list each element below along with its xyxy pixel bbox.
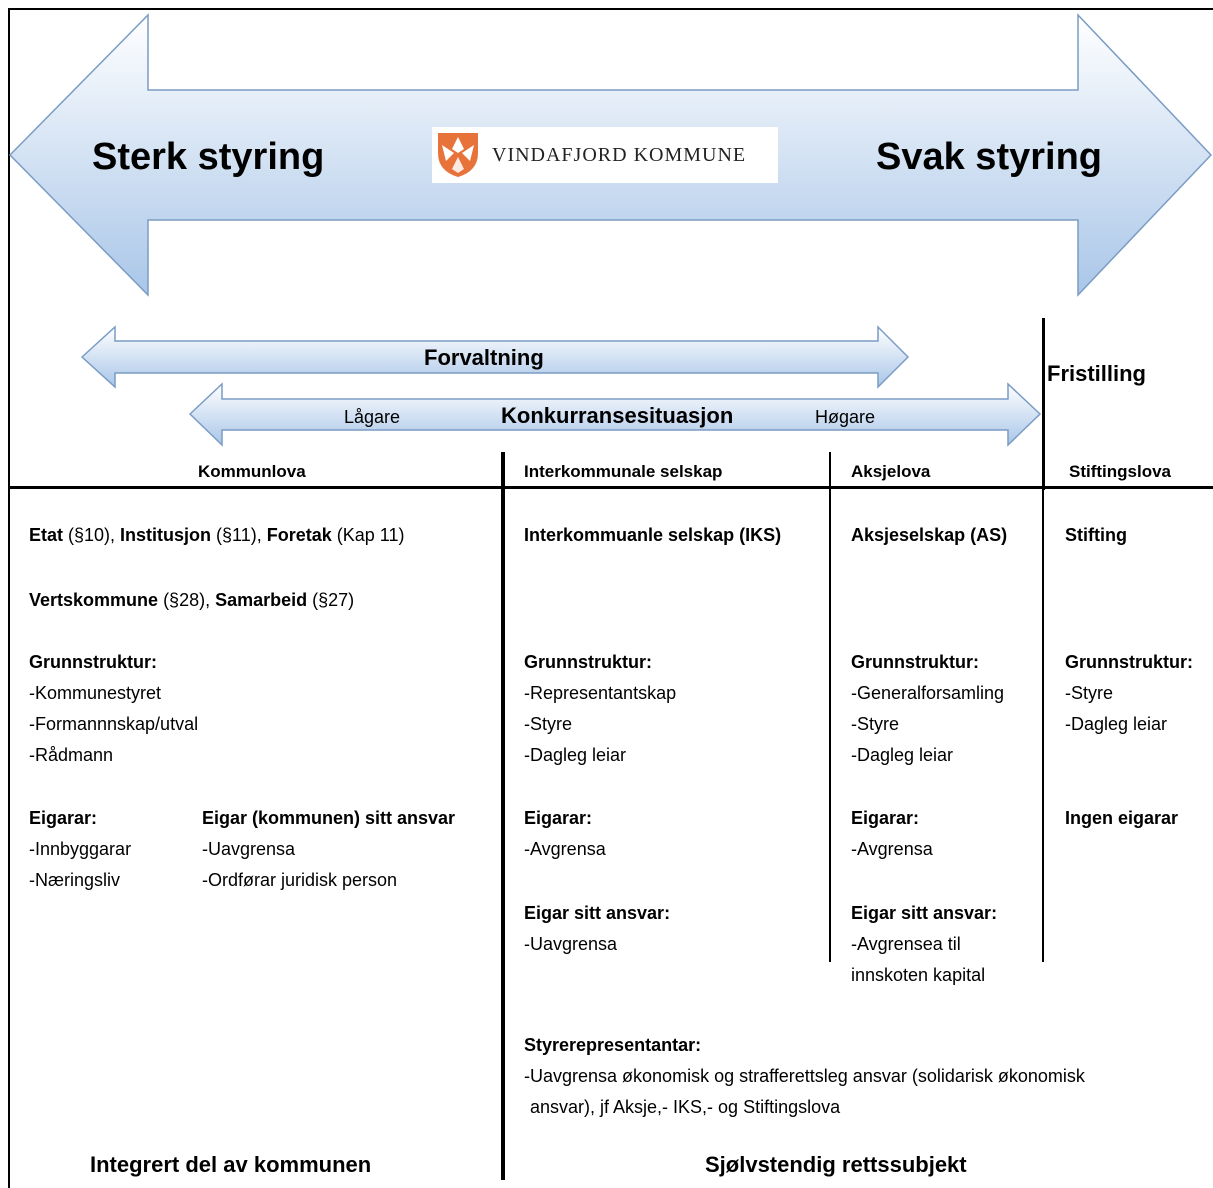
col1-eigarar-title: Eigarar: [29, 808, 98, 828]
col1-grunn-item: -Rådmann [29, 745, 114, 765]
styrerepresentantar: Styrerepresentantar: -Uavgrensa økonomis… [524, 1030, 1085, 1123]
col3-grunn-item: -Generalforsamling [851, 683, 1005, 703]
etat-text: Etat [29, 525, 64, 545]
integrert-label: Integrert del av kommunen [90, 1152, 372, 1177]
col2-eigarar-item: -Avgrensa [524, 839, 606, 859]
col3-grunnstruktur: Grunnstruktur: -Generalforsamling -Styre… [851, 647, 1004, 771]
hogare-label: Høgare [815, 407, 876, 427]
header-stiftingslova: Stiftingslova [1069, 462, 1172, 481]
institusjon-text: Institusjon [120, 525, 212, 545]
lagare-label: Lågare [344, 407, 401, 427]
as-title: Aksjeselskap (AS) [851, 525, 1008, 545]
col1-grunn-item: -Formannnskap/utval [29, 714, 199, 734]
col3-ansvar-title: Eigar sitt ansvar: [851, 903, 998, 923]
col1-row1: Etat (§10), Institusjon (§11), Foretak (… [29, 520, 404, 551]
col2-grunnstruktur: Grunnstruktur: -Representantskap -Styre … [524, 647, 676, 771]
header-aksjelova: Aksjelova [851, 462, 931, 481]
styre-line2: ansvar), jf Aksje,- IKS,- og Stiftingslo… [530, 1097, 841, 1117]
col1-ansvar-title: Eigar (kommunen) sitt ansvar [202, 808, 456, 828]
col1-grunn-title: Grunnstruktur: [29, 652, 157, 672]
col3-grunn-item: -Styre [851, 714, 900, 734]
etat-ref: (§10), [63, 525, 121, 545]
konkurranse-arrow [188, 382, 1042, 447]
col2-grunn-item: -Styre [524, 714, 573, 734]
col2-eigarar-title: Eigarar: [524, 808, 593, 828]
vertskommune-ref: (§28), [158, 590, 216, 610]
col2-grunn-title: Grunnstruktur: [524, 652, 652, 672]
col2-ansvar-title: Eigar sitt ansvar: [524, 903, 671, 923]
header-kommunlova: Kommunlova [198, 462, 306, 481]
col1-ansvar-item: -Ordførar juridisk person [202, 870, 398, 890]
konkurranse-label: Konkurransesituasjon [501, 403, 734, 428]
svak-styring-label: Svak styring [876, 136, 1102, 178]
institusjon-ref: (§11), [211, 525, 267, 545]
header-rule [8, 486, 1213, 489]
fristilling-label: Fristilling [1047, 361, 1146, 386]
stifting-divider [1042, 452, 1044, 962]
sjolvstendig-label: Sjølvstendig rettssubjekt [705, 1152, 967, 1177]
col4-grunnstruktur: Grunnstruktur: -Styre -Dagleg leiar [1065, 647, 1193, 740]
samarbeid-text: Samarbeid [215, 590, 308, 610]
logo-name: VINDAFJORD KOMMUNE [492, 143, 747, 166]
forvaltning-label: Forvaltning [424, 345, 544, 370]
col3-ansvar: Eigar sitt ansvar: -Avgrensea til innsko… [851, 898, 997, 991]
col1-ansvar-item: -Uavgrensa [202, 839, 296, 859]
main-divider [501, 452, 505, 1180]
col2-ansvar-item: -Uavgrensa [524, 934, 618, 954]
ingen-eigarar: Ingen eigarar [1065, 808, 1179, 828]
col1-row2: Vertskommune (§28), Samarbeid (§27) [29, 585, 354, 616]
diagram-frame [8, 8, 1213, 1188]
col3-grunn-item: -Dagleg leiar [851, 745, 954, 765]
sterk-styring-label: Sterk styring [92, 136, 325, 178]
styre-title: Styrerepresentantar: [524, 1035, 702, 1055]
col4-grunn-item: -Styre [1065, 683, 1114, 703]
col3-grunn-title: Grunnstruktur: [851, 652, 979, 672]
foretak-text: Foretak [266, 525, 332, 545]
col3-eigarar-title: Eigarar: [851, 808, 920, 828]
col2-grunn-item: -Dagleg leiar [524, 745, 627, 765]
col4-grunn-title: Grunnstruktur: [1065, 652, 1193, 672]
col2-eigarar: Eigarar: -Avgrensa [524, 803, 606, 865]
col1-eigarar: Eigarar: -Innbyggarar -Næringsliv [29, 803, 131, 896]
col3-eigarar: Eigarar: -Avgrensa [851, 803, 933, 865]
styre-line1: -Uavgrensa økonomisk og strafferettsleg … [524, 1066, 1085, 1086]
col1-grunnstruktur: Grunnstruktur: -Kommunestyret -Formannns… [29, 647, 198, 771]
foretak-ref: (Kap 11) [331, 525, 405, 545]
header-interkommunale: Interkommunale selskap [524, 462, 723, 481]
col1-eigarar-item: -Innbyggarar [29, 839, 132, 859]
col4-grunn-item: -Dagleg leiar [1065, 714, 1168, 734]
fristilling-divider [1042, 318, 1045, 490]
col3-ansvar-item: innskoten kapital [851, 965, 986, 985]
forvaltning-arrow [80, 325, 910, 389]
vindafjord-logo: VINDAFJORD KOMMUNE [432, 127, 778, 183]
iks-title: Interkommuanle selskap (IKS) [524, 525, 782, 545]
col1-ansvar: Eigar (kommunen) sitt ansvar -Uavgrensa … [202, 803, 455, 896]
samarbeid-ref: (§27) [307, 590, 355, 610]
col2-grunn-item: -Representantskap [524, 683, 677, 703]
stifting-title: Stifting [1065, 525, 1127, 545]
arrows-layer [8, 13, 1213, 447]
as-divider [829, 452, 831, 962]
col3-ansvar-item: -Avgrensea til [851, 934, 961, 954]
col1-eigarar-item: -Næringsliv [29, 870, 121, 890]
col1-grunn-item: -Kommunestyret [29, 683, 162, 703]
vertskommune-text: Vertskommune [29, 590, 159, 610]
col3-eigarar-item: -Avgrensa [851, 839, 933, 859]
kommune-shield-icon [438, 133, 478, 177]
col2-ansvar: Eigar sitt ansvar: -Uavgrensa [524, 898, 670, 960]
